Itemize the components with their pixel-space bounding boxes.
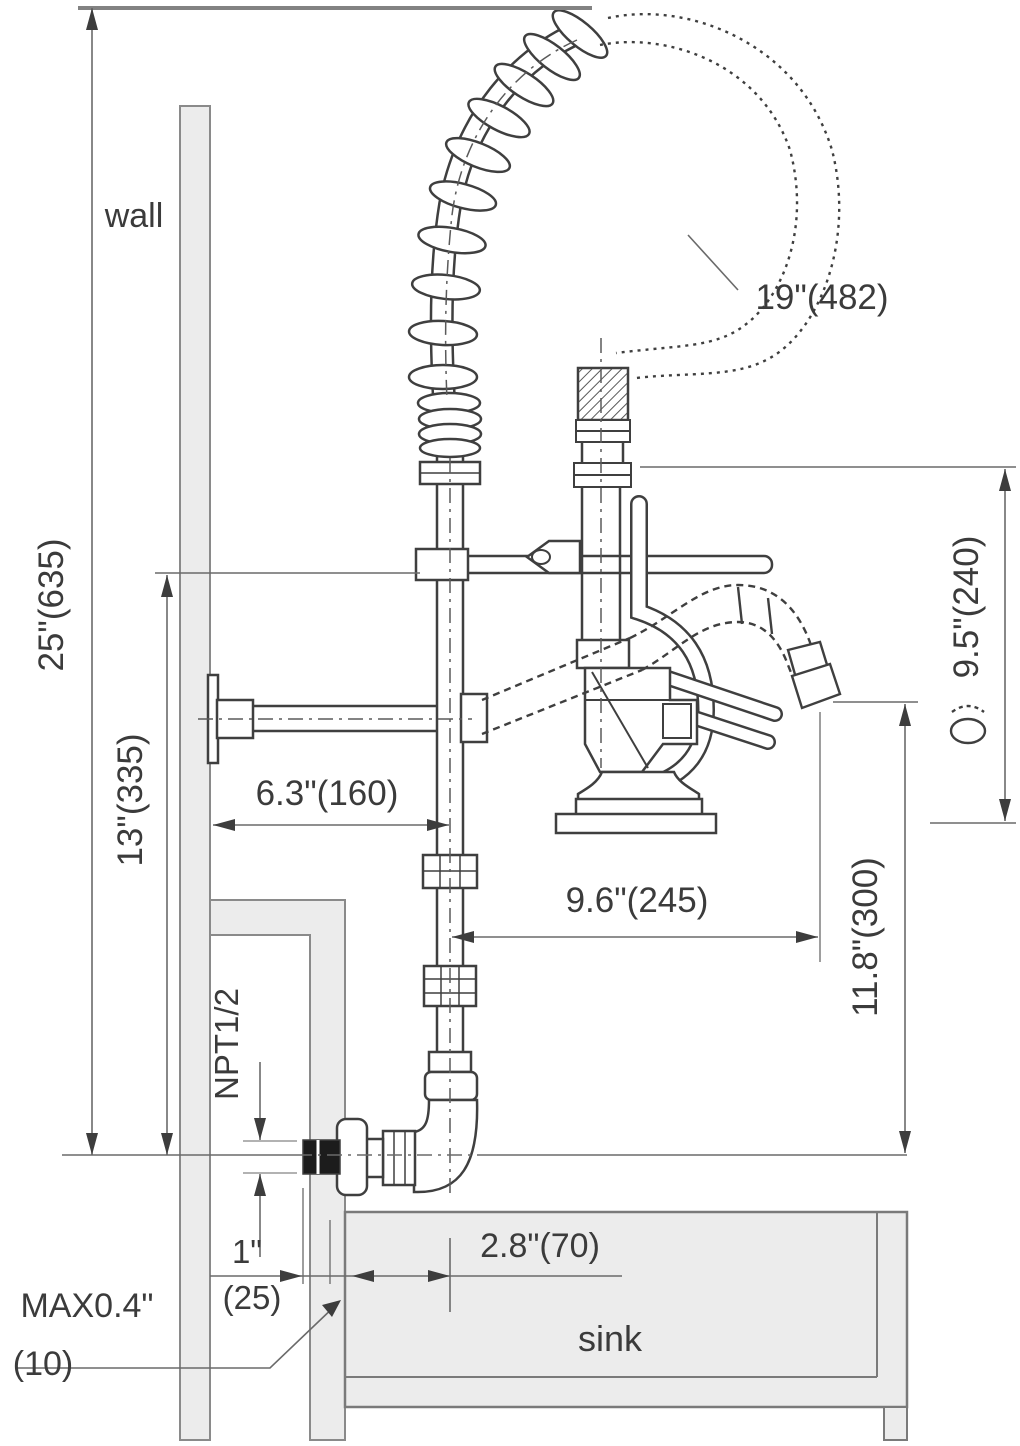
riser-pipe xyxy=(412,455,482,1194)
dimension-arrows xyxy=(86,8,1011,1317)
dim-nipple-mm: (25) xyxy=(222,1279,282,1316)
inlet-fitting xyxy=(302,1117,417,1197)
spout-outlet xyxy=(790,662,842,710)
wall-label: wall xyxy=(104,197,164,235)
wall-section xyxy=(179,105,211,1441)
dim-max-panel-mm: (10) xyxy=(12,1345,74,1383)
addon-spout xyxy=(481,583,987,745)
pre-rinse-hose xyxy=(599,13,841,380)
hose-leader xyxy=(687,234,739,291)
dim-wall-to-center: 2.8"(70) xyxy=(480,1227,600,1265)
dim-wall-to-riser: 6.3"(160) xyxy=(255,774,399,813)
dim-overall-height: 25"(635) xyxy=(32,538,71,672)
valve-body xyxy=(583,666,699,774)
wall-nipple xyxy=(302,1139,341,1175)
hose-fitting xyxy=(573,366,632,670)
spray-valve-assembly xyxy=(554,495,783,835)
sink-basin xyxy=(343,1210,909,1441)
clamp-arm xyxy=(414,539,774,582)
dim-bracket-height: 13"(335) xyxy=(111,733,150,867)
dim-max-panel-in: MAX0.4" xyxy=(20,1287,154,1325)
max-thickness-leader xyxy=(15,1302,339,1369)
dimension-lines xyxy=(15,6,1016,1369)
counter-panel xyxy=(209,899,346,1441)
sink-label: sink xyxy=(577,1318,643,1359)
dim-spout-to-inlet: 11.8"(300) xyxy=(846,857,885,1017)
centerlines xyxy=(198,39,602,1195)
coil-loops xyxy=(407,9,609,459)
dim-hose-length: 19"(482) xyxy=(755,278,889,317)
spring-coil-hose xyxy=(407,9,609,459)
dim-nipple-in: 1" xyxy=(231,1233,263,1270)
dim-inlet-thread: NPT1/2 xyxy=(208,988,245,1100)
dim-riser-to-spout: 9.6"(245) xyxy=(565,881,709,920)
dim-spout-clearance: 9.5"(240) xyxy=(947,535,986,679)
